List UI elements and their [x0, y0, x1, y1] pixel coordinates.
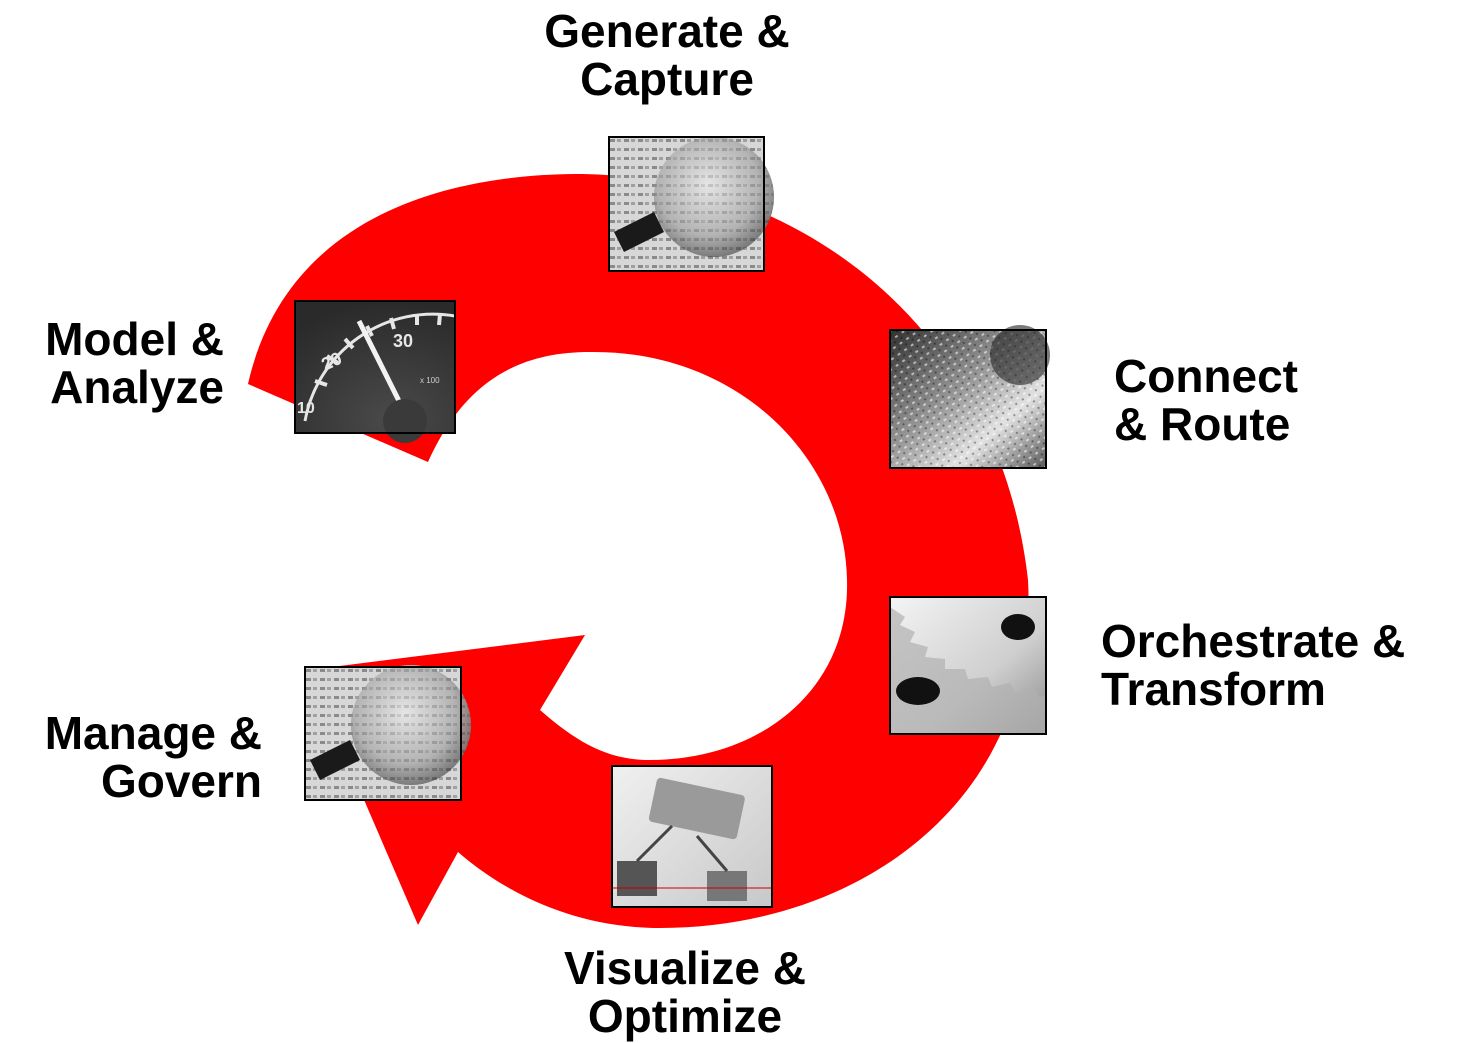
stage-label-line: Govern: [100, 755, 262, 807]
magnifier-on-text-icon: [608, 136, 774, 272]
data-processing-flowchart-icon: [611, 765, 773, 908]
stage-label-line: Transform: [1101, 663, 1326, 715]
stage-label-line: Optimize: [587, 990, 783, 1042]
binary-code-icon: [889, 325, 1050, 469]
gears-icon: [889, 596, 1047, 735]
svg-text:30: 30: [393, 331, 413, 351]
stage-label-connect-route: Connect & Route: [1114, 352, 1298, 448]
stage-label-line: Capture: [580, 53, 754, 105]
stage-label-line: Generate &: [544, 5, 790, 57]
stage-label-line: Connect: [1114, 350, 1298, 402]
magnifier-on-text-icon: [304, 665, 471, 801]
stage-label-line: & Route: [1114, 398, 1291, 450]
stage-label-line: Analyze: [50, 361, 224, 413]
stage-label-manage-govern: Manage & Govern: [10, 709, 262, 805]
stage-label-orchestrate-transform: Orchestrate & Transform: [1101, 617, 1405, 713]
stage-label-line: Orchestrate &: [1101, 615, 1406, 667]
stage-label-generate-capture: Generate & Capture: [527, 7, 807, 103]
stage-label-visualize-optimize: Visualize & Optimize: [545, 944, 825, 1040]
stage-label-line: Visualize &: [563, 942, 807, 994]
stage-label-line: Model &: [45, 313, 224, 365]
stage-label-model-analyze: Model & Analyze: [14, 315, 224, 411]
speedometer-gauge-icon: 20 30 10 x 100: [294, 300, 456, 443]
svg-text:10: 10: [297, 400, 315, 417]
svg-text:x 100: x 100: [420, 376, 440, 385]
stage-label-line: Manage &: [44, 707, 262, 759]
